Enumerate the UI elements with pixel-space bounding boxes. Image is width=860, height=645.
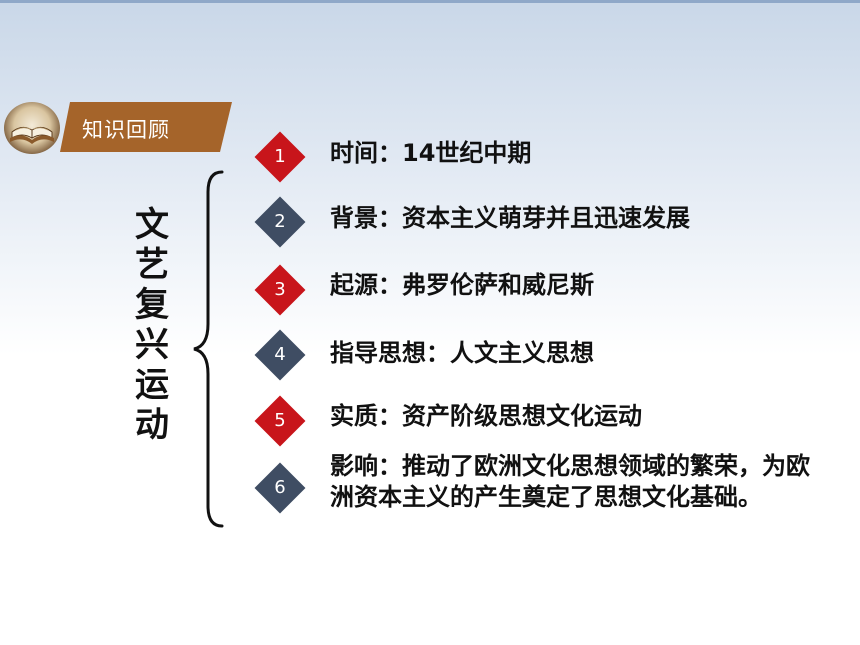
item-6-number: 6 — [274, 477, 286, 498]
item-4-text: 指导思想：人文主义思想 — [330, 339, 594, 367]
section-header: 知识回顾 — [0, 100, 240, 156]
item-5-marker: 5 — [254, 395, 306, 447]
item-6-marker: 6 — [254, 462, 306, 514]
item-3-text: 起源：弗罗伦萨和威尼斯 — [330, 271, 594, 299]
item-3-marker: 3 — [254, 264, 306, 316]
item-5-number: 5 — [274, 410, 286, 431]
item-1-marker: 1 — [254, 131, 306, 183]
item-1-number: 1 — [274, 146, 286, 167]
item-5-text: 实质：资产阶级思想文化运动 — [330, 402, 642, 430]
open-book-icon — [4, 102, 60, 154]
item-3-number: 3 — [274, 279, 286, 300]
item-4-marker: 4 — [254, 329, 306, 381]
item-4-number: 4 — [274, 344, 286, 365]
curly-brace — [193, 170, 224, 528]
top-rule — [0, 0, 860, 3]
item-2-text: 背景：资本主义萌芽并且迅速发展 — [330, 204, 690, 232]
header-banner — [60, 102, 232, 152]
item-2-marker: 2 — [254, 196, 306, 248]
item-6-text: 影响：推动了欧洲文化思想领域的繁荣，为欧洲资本主义的产生奠定了思想文化基础。 — [330, 452, 810, 511]
item-1-text: 时间：14世纪中期 — [330, 139, 532, 167]
header-title: 知识回顾 — [82, 118, 170, 142]
topic-title: 文艺复兴运动 — [135, 205, 169, 445]
item-2-number: 2 — [274, 211, 286, 232]
